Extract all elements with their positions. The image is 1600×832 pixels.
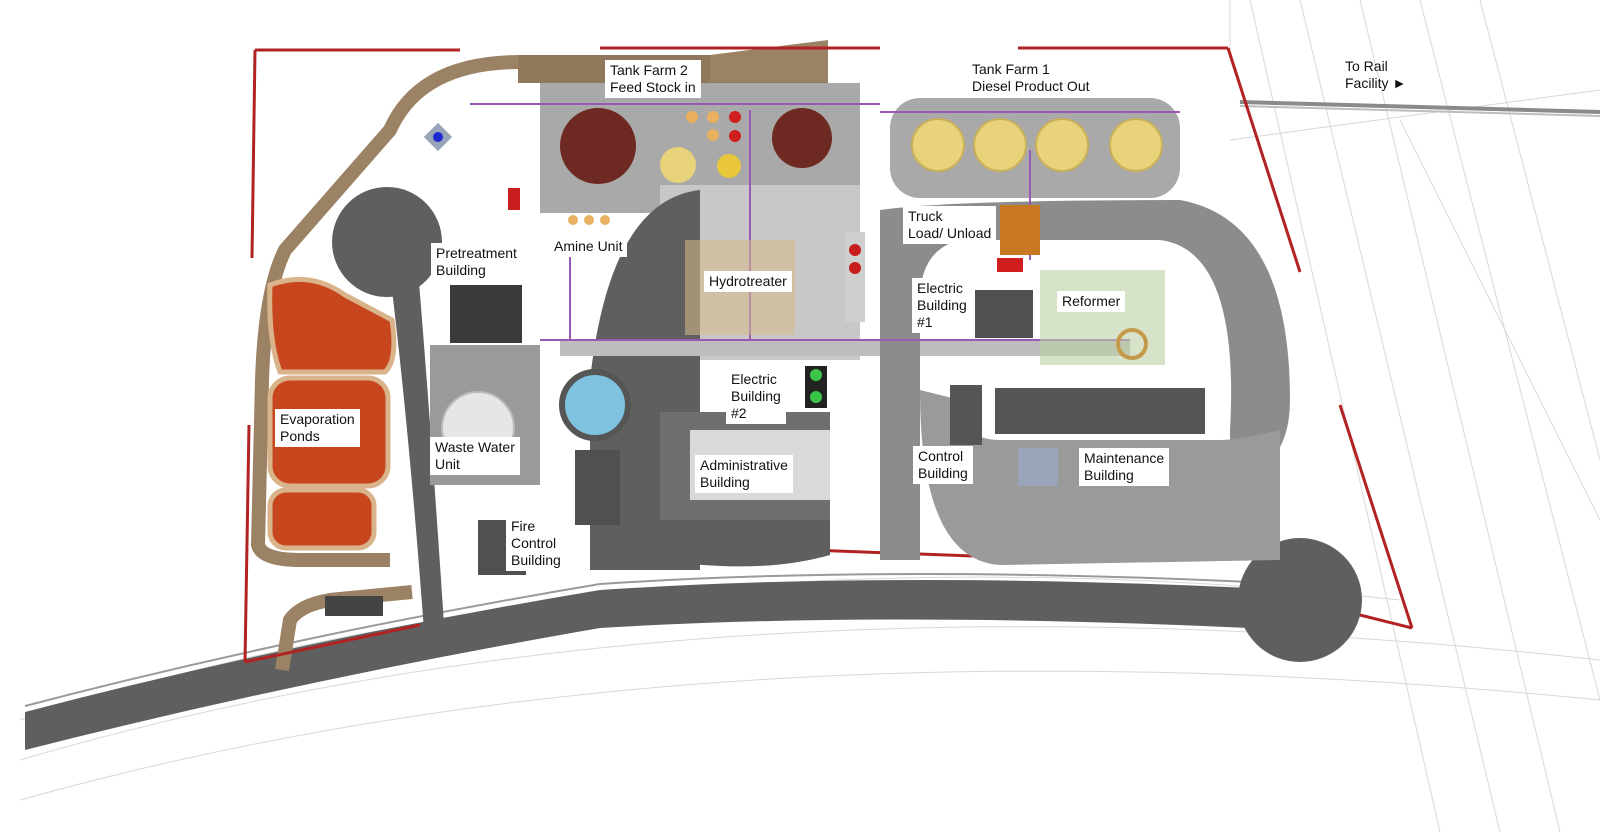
label-line: Building (731, 388, 781, 404)
rail-spur (1239, 100, 1600, 117)
product-tanks (911, 118, 1163, 172)
feed-tanks (560, 108, 832, 225)
label-line: Building (511, 552, 561, 568)
label-line: Facility ► (1345, 75, 1407, 91)
label-amine-unit: Amine Unit (549, 236, 628, 257)
red-vessels-pad (845, 232, 865, 322)
label-line: Control (918, 448, 964, 464)
red-vessel-a (849, 244, 861, 256)
tank-farm-1-pad (890, 98, 1180, 198)
truck-area-marker (997, 258, 1023, 272)
label-line: Control (511, 535, 557, 551)
label-maintenance-building: Maintenance Building (1079, 448, 1170, 486)
diamond-blue-dot (433, 132, 443, 142)
amine-water-tank (559, 369, 631, 441)
label-line: Hydrotreater (709, 273, 787, 289)
label-line: To Rail (1345, 58, 1388, 74)
label-tank-farm-2: Tank Farm 2 Feed Stock in (605, 60, 701, 98)
label-line: Electric (731, 371, 777, 387)
main-road-edge (24, 573, 1291, 707)
survey-lines (19, 0, 1600, 832)
label-line: Unit (435, 456, 460, 472)
label-line: Building (918, 465, 968, 481)
label-truck-load-unload: Truck Load/ Unload (903, 206, 997, 244)
label-line: Administrative (700, 457, 788, 473)
label-to-rail: To Rail Facility ► (1340, 56, 1411, 94)
label-line: Ponds (280, 428, 320, 444)
label-pretreatment-building: Pretreatment Building (431, 243, 522, 281)
label-line: #2 (731, 405, 747, 421)
label-line: Tank Farm 2 (610, 62, 688, 78)
label-line: Feed Stock in (610, 79, 696, 95)
label-evaporation-ponds: Evaporation Ponds (275, 409, 360, 447)
maintenance-building (995, 388, 1205, 434)
pretreatment-building (450, 285, 522, 343)
control-building (950, 385, 982, 445)
label-line: Building (917, 297, 967, 313)
label-reformer: Reformer (1057, 291, 1126, 312)
label-line: Reformer (1062, 293, 1121, 309)
label-line: Amine Unit (554, 238, 623, 254)
label-electric-building-1: Electric Building #1 (912, 278, 972, 333)
label-line: Electric (917, 280, 963, 296)
label-line: Tank Farm 1 (972, 61, 1050, 77)
north-berm (710, 40, 828, 82)
red-vessel-b (849, 262, 861, 274)
label-line: #1 (917, 314, 933, 330)
pretreatment-marker (508, 188, 520, 210)
label-line: Building (436, 262, 486, 278)
label-line: Truck (908, 208, 943, 224)
label-electric-building-2: Electric Building #2 (726, 369, 786, 424)
label-waste-water-unit: Waste Water Unit (430, 437, 520, 475)
truck-shelter (1000, 205, 1040, 255)
site-fence (243, 46, 1414, 664)
label-line: Pretreatment (436, 245, 517, 261)
label-control-building: Control Building (913, 446, 973, 484)
label-hydrotreater: Hydrotreater (704, 271, 792, 292)
label-line: Maintenance (1084, 450, 1165, 466)
label-line: Building (700, 474, 750, 490)
electric-building-1 (975, 290, 1033, 338)
label-line: Evaporation (280, 411, 355, 427)
label-line: Building (1084, 467, 1134, 483)
green-tank-b (810, 391, 822, 403)
label-line: Fire (511, 518, 536, 534)
label-administrative-building: Administrative Building (695, 455, 793, 493)
east-cul-de-sac (1238, 538, 1362, 662)
label-line: Waste Water (435, 439, 515, 455)
label-line: Load/ Unload (908, 225, 992, 241)
label-tank-farm-1: Tank Farm 1 Diesel Product Out (967, 59, 1095, 97)
maintenance-equipment (1018, 448, 1058, 486)
west-access-road (392, 270, 445, 644)
south-gatehouse (325, 596, 383, 616)
reformer-vessel (1116, 328, 1148, 360)
label-fire-control-building: Fire Control Building (506, 516, 566, 571)
pipe-racks (470, 103, 1180, 341)
green-tank-a (810, 369, 822, 381)
west-cul-de-sac (332, 187, 442, 297)
main-road (25, 580, 1290, 750)
label-line: Diesel Product Out (972, 78, 1090, 94)
